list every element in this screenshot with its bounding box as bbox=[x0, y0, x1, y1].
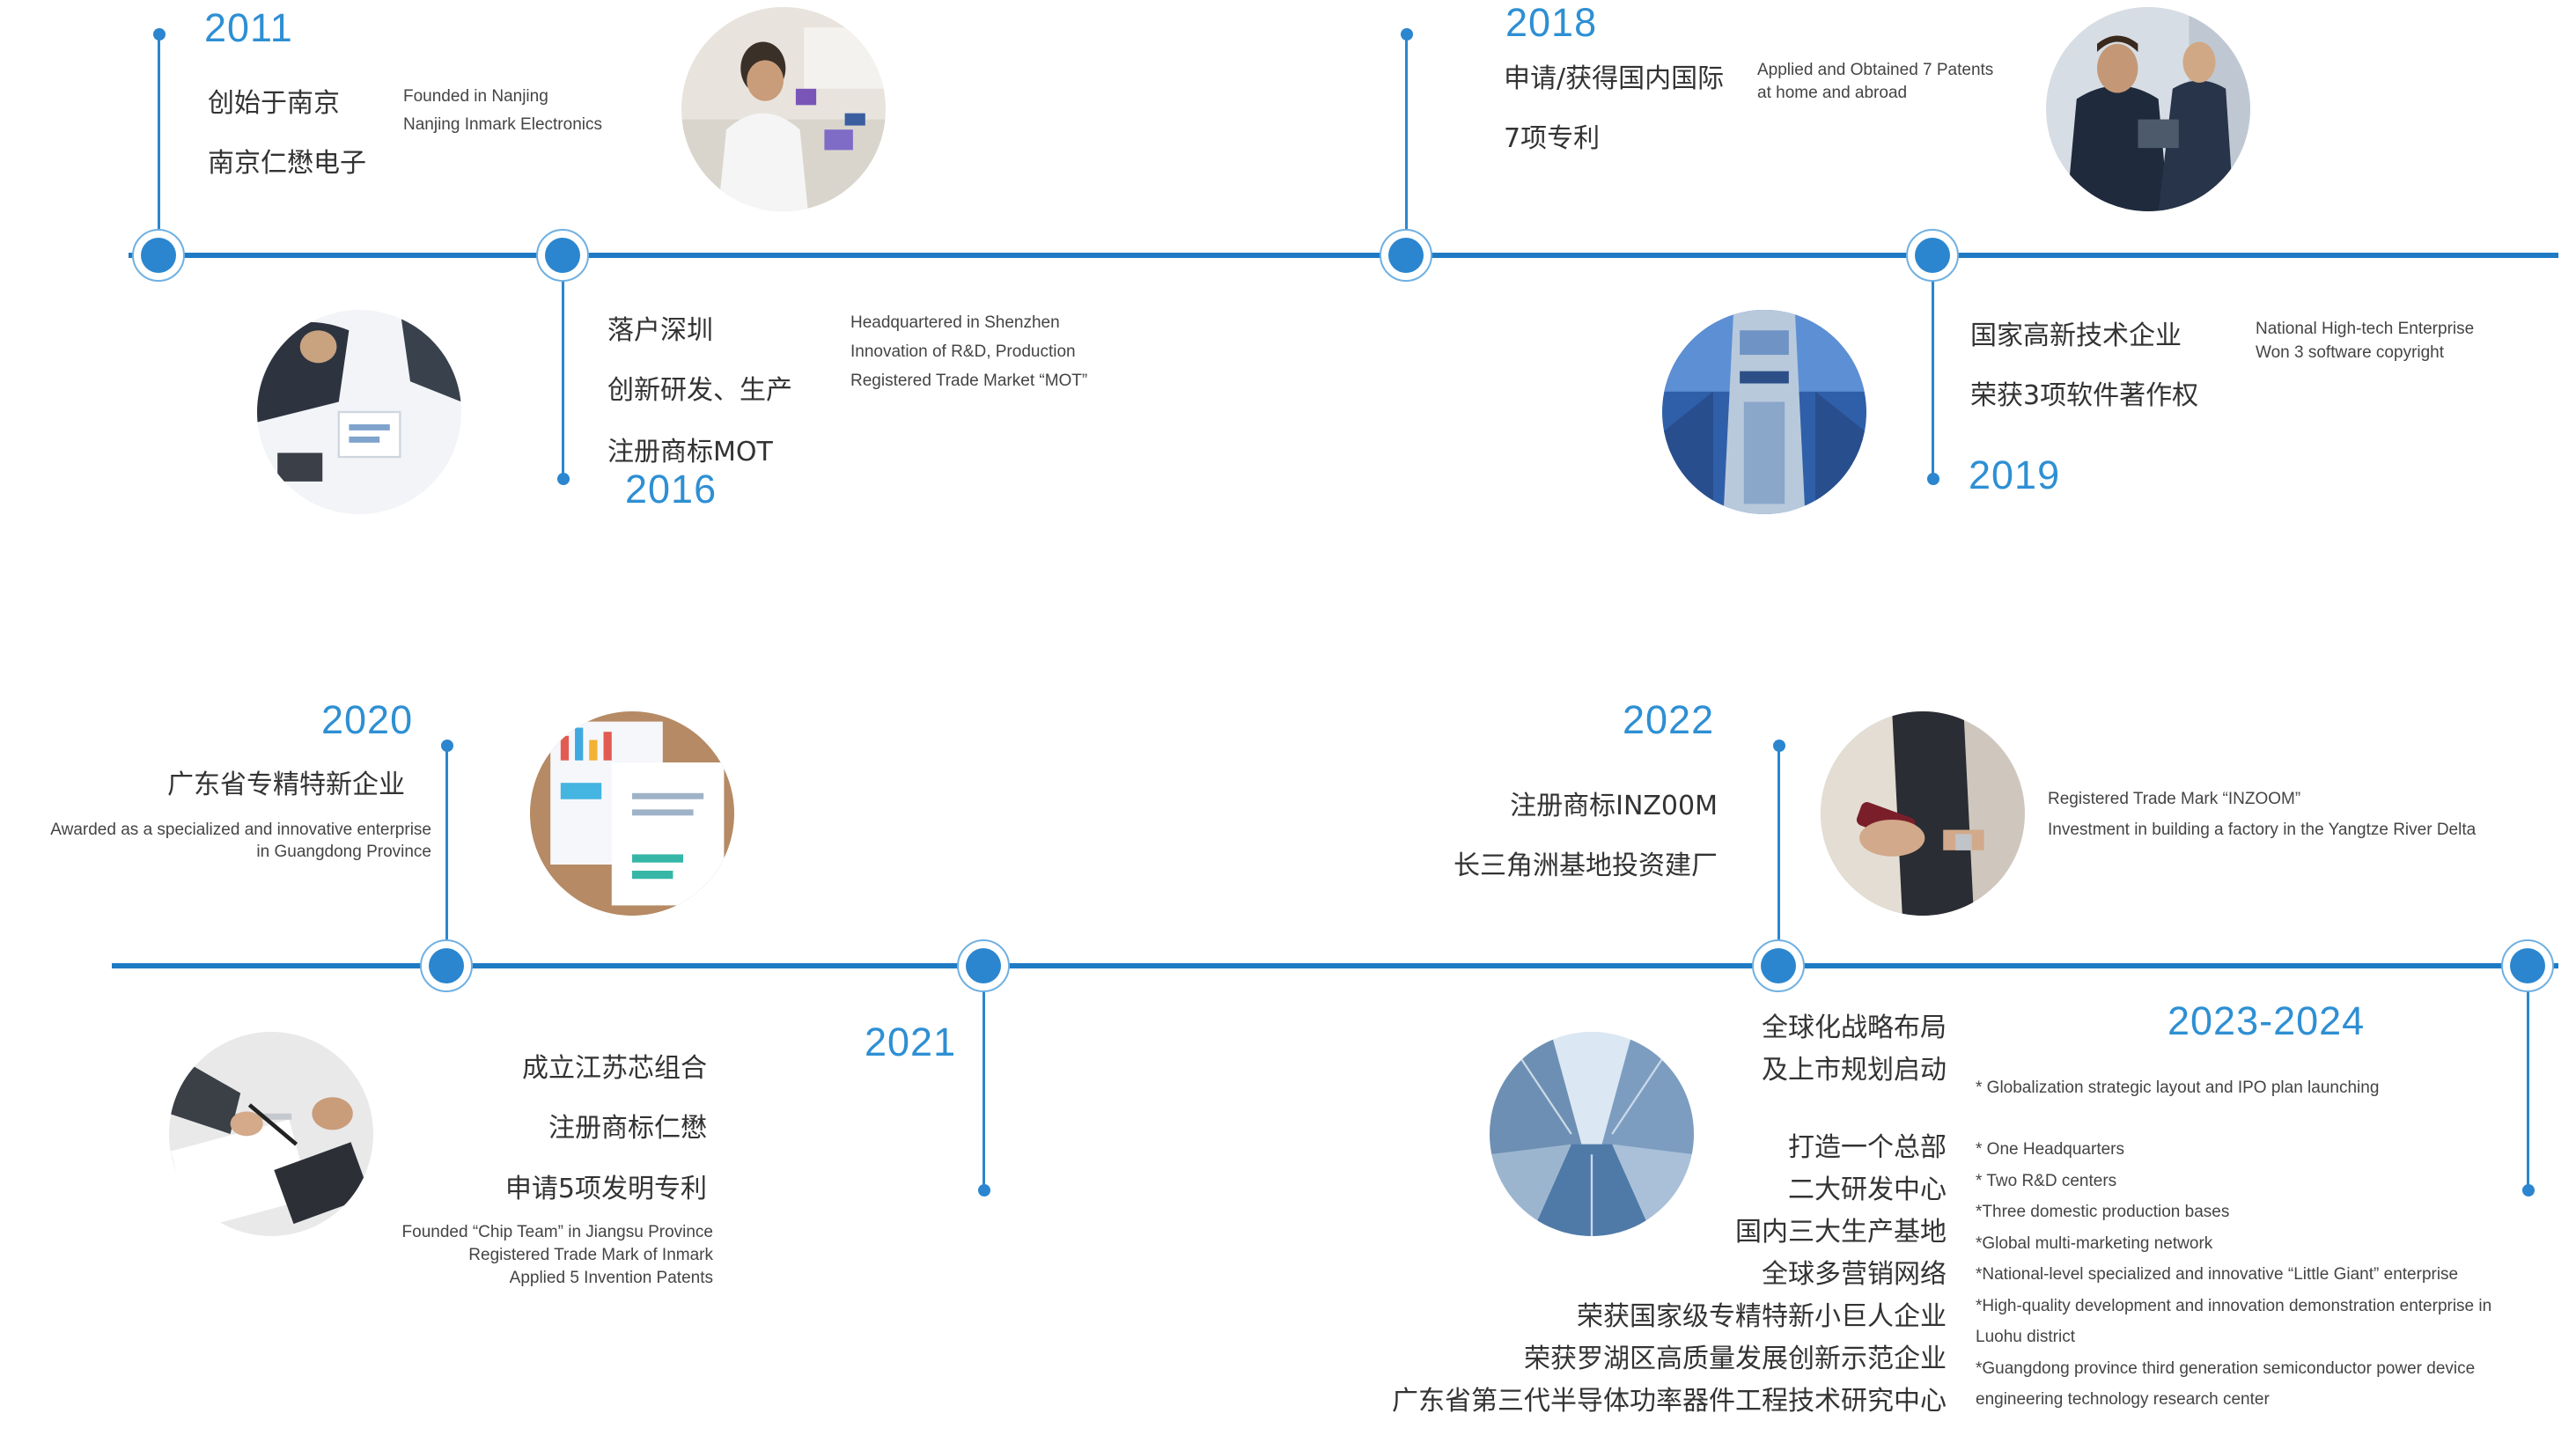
event-2023-cn-list: 打造一个总部 二大研发中心 国内三大生产基地 全球多营销网络 荣获国家级专精特新… bbox=[1392, 1127, 1947, 1423]
event-2023-en-item: *Global multi-marketing network bbox=[1976, 1233, 2213, 1253]
endpoint-dot-2019 bbox=[1927, 473, 1939, 485]
year-2016: 2016 bbox=[625, 467, 718, 512]
event-2023-cn-item: 二大研发中心 bbox=[1788, 1174, 1947, 1205]
event-2023-en-item: *Three domestic production bases bbox=[1976, 1203, 2230, 1221]
event-2016-cn-1: 落户深圳 bbox=[607, 315, 713, 346]
year-2011: 2011 bbox=[204, 5, 293, 50]
timeline-node-2018 bbox=[1380, 229, 1432, 282]
lab-researcher-photo bbox=[681, 7, 886, 211]
event-2021-cn-1: 成立江苏芯组合 bbox=[522, 1053, 707, 1084]
year-2020: 2020 bbox=[321, 697, 414, 742]
event-2023-en-list: * One Headquarters * Two R&D centers *Th… bbox=[1976, 1134, 2516, 1416]
event-2020-cn-1: 广东省专精特新企业 bbox=[167, 769, 405, 800]
event-2022-en-2: Investment in building a factory in the … bbox=[2048, 821, 2477, 839]
event-2019-en-2: Won 3 software copyright bbox=[2256, 343, 2445, 362]
connector-2021 bbox=[983, 968, 985, 1190]
event-2019-en-1: National High-tech Enterprise bbox=[2256, 320, 2475, 338]
connector-2020 bbox=[445, 747, 448, 967]
tower-building-photo bbox=[1662, 310, 1866, 514]
year-2019: 2019 bbox=[1969, 453, 2061, 497]
event-2023-en-item: *National-level specialized and innovati… bbox=[1976, 1265, 2459, 1284]
event-2018-cn-1: 申请/获得国内国际 bbox=[1504, 63, 1725, 94]
event-2021-en-1: Founded “Chip Team” in Jiangsu Province bbox=[401, 1223, 713, 1241]
event-2016-en-1: Headquartered in Shenzhen bbox=[850, 313, 1060, 332]
event-2021-cn-2: 注册商标仁懋 bbox=[548, 1113, 707, 1144]
event-2021-cn-3: 申请5项发明专利 bbox=[504, 1174, 707, 1204]
event-2023-en-item: *Guangdong province third generation sem… bbox=[1976, 1358, 2476, 1410]
endpoint-dot-2016 bbox=[557, 473, 570, 485]
signing-document-photo bbox=[169, 1032, 373, 1236]
timeline-node-2019 bbox=[1906, 229, 1959, 282]
connector-2019 bbox=[1932, 257, 1934, 479]
event-2016-en-3: Registered Trade Market “MOT” bbox=[850, 372, 1088, 390]
event-2011-en-2: Nanjing Inmark Electronics bbox=[403, 115, 602, 134]
event-2022-en-1: Registered Trade Mark “INZOOM” bbox=[2048, 790, 2301, 808]
event-2023-cn-item: 打造一个总部 bbox=[1788, 1132, 1947, 1163]
businessmen-tablet-photo bbox=[2046, 7, 2250, 211]
timeline-line-bottom bbox=[112, 963, 2558, 968]
event-2018-en-2: at home and abroad bbox=[1757, 84, 1908, 102]
endpoint-dot-2021 bbox=[978, 1184, 990, 1196]
event-2021-en-3: Applied 5 Invention Patents bbox=[509, 1269, 713, 1287]
event-2016-en-2: Innovation of R&D, Production bbox=[850, 342, 1076, 361]
timeline-node-2023-2024 bbox=[2501, 939, 2554, 992]
event-2023-en-item: * One Headquarters bbox=[1976, 1140, 2124, 1159]
endpoint-dot-2023-2024 bbox=[2522, 1184, 2535, 1196]
event-2023-cn-head-2: 及上市规划启动 bbox=[1762, 1055, 1947, 1086]
connector-2016 bbox=[562, 257, 564, 479]
business-meeting-photo bbox=[257, 310, 461, 514]
year-2022: 2022 bbox=[1623, 697, 1715, 742]
event-2020-en-1: Awarded as a specialized and innovative … bbox=[50, 821, 431, 839]
event-2023-cn-head-1: 全球化战略布局 bbox=[1762, 1012, 1947, 1043]
year-2023-2024: 2023-2024 bbox=[2168, 998, 2366, 1043]
connector-2022 bbox=[1777, 747, 1780, 967]
event-2023-en-item: * Two R&D centers bbox=[1976, 1171, 2117, 1190]
documents-charts-photo bbox=[530, 711, 734, 916]
connector-2011 bbox=[158, 35, 160, 255]
timeline-node-2020 bbox=[420, 939, 473, 992]
event-2023-cn-item: 全球多营销网络 bbox=[1762, 1259, 1947, 1290]
endpoint-dot-2011 bbox=[153, 28, 166, 40]
phone-in-hand-photo bbox=[1821, 711, 2025, 916]
event-2023-cn-item: 广东省第三代半导体功率器件工程技术研究中心 bbox=[1392, 1386, 1947, 1417]
skyscrapers-photo bbox=[1490, 1032, 1694, 1236]
event-2011-cn-2: 南京仁懋电子 bbox=[208, 148, 366, 179]
endpoint-dot-2022 bbox=[1773, 740, 1785, 752]
event-2022-cn-1: 注册商标INZ00M bbox=[1510, 791, 1718, 821]
timeline-node-2021 bbox=[957, 939, 1010, 992]
event-2011-en-1: Founded in Nanjing bbox=[403, 87, 548, 106]
timeline-node-2016 bbox=[536, 229, 589, 282]
event-2011-cn-1: 创始于南京 bbox=[208, 88, 340, 119]
year-2021: 2021 bbox=[865, 1020, 957, 1064]
event-2016-cn-2: 创新研发、生产 bbox=[607, 375, 792, 406]
endpoint-dot-2018 bbox=[1401, 28, 1413, 40]
event-2023-en-head: * Globalization strategic layout and IPO… bbox=[1976, 1079, 2380, 1097]
event-2023-en-item: *High-quality development and innovation… bbox=[1976, 1296, 2492, 1347]
event-2016-cn-3: 注册商标MOT bbox=[607, 437, 773, 468]
event-2018-cn-2: 7项专利 bbox=[1504, 123, 1601, 154]
timeline-node-2022 bbox=[1752, 939, 1805, 992]
timeline-node-2011 bbox=[132, 229, 185, 282]
event-2019-cn-2: 荣获3项软件著作权 bbox=[1970, 380, 2199, 411]
event-2023-cn-item: 荣获罗湖区高质量发展创新示范企业 bbox=[1524, 1344, 1947, 1374]
endpoint-dot-2020 bbox=[441, 740, 453, 752]
event-2023-cn-item: 国内三大生产基地 bbox=[1735, 1217, 1947, 1248]
event-2021-en-2: Registered Trade Mark of Inmark bbox=[468, 1246, 713, 1264]
year-2018: 2018 bbox=[1505, 0, 1598, 45]
connector-2023-2024 bbox=[2527, 968, 2529, 1190]
connector-2018 bbox=[1405, 35, 1408, 255]
event-2018-en-1: Applied and Obtained 7 Patents bbox=[1757, 61, 1994, 79]
timeline-line-top bbox=[129, 253, 2558, 258]
event-2020-en-2: in Guangdong Province bbox=[256, 843, 431, 861]
event-2019-cn-1: 国家高新技术企业 bbox=[1970, 320, 2182, 351]
event-2022-cn-2: 长三角洲基地投资建厂 bbox=[1454, 850, 1718, 881]
event-2023-cn-item: 荣获国家级专精特新小巨人企业 bbox=[1577, 1301, 1947, 1332]
